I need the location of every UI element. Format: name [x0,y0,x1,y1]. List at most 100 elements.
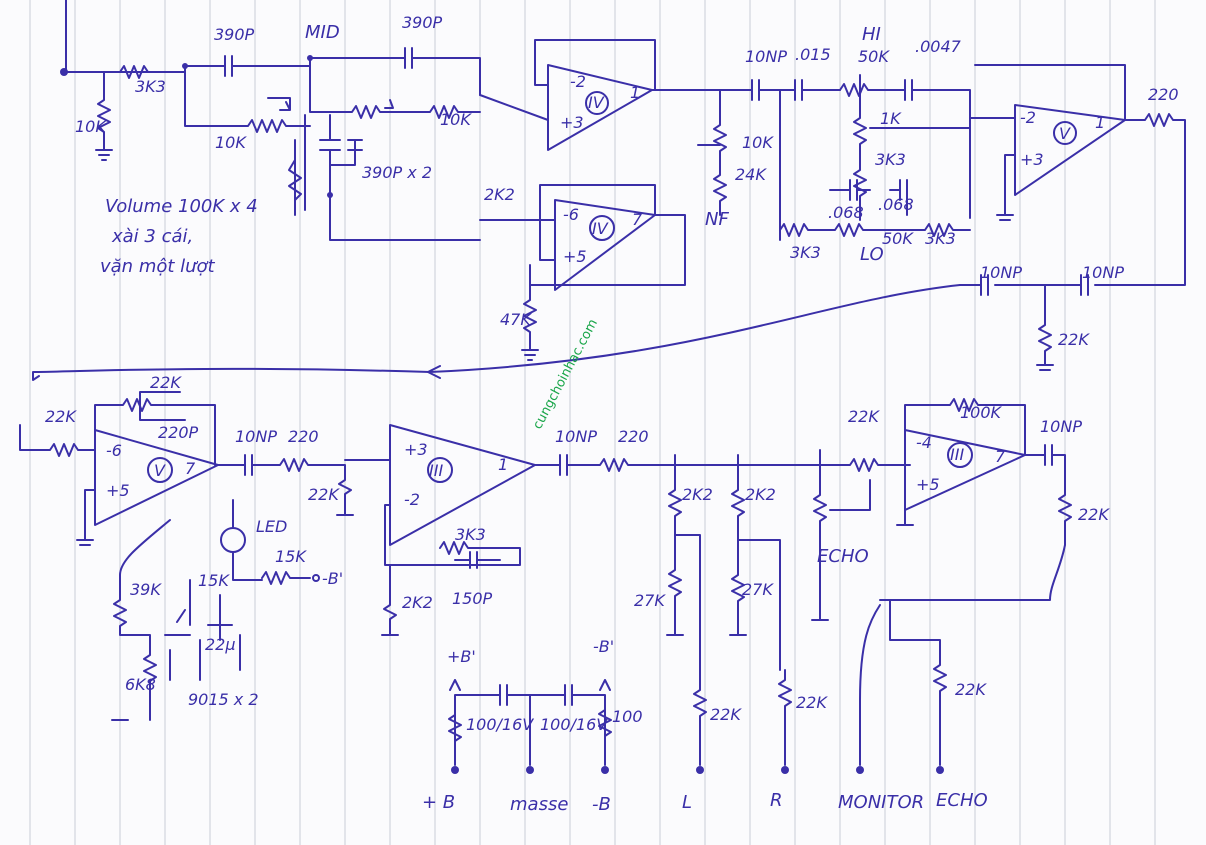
label-10k-a: 10K [215,133,247,152]
label-220-top: 220 [1148,85,1179,104]
label-plus-b-prime: +B' [447,647,476,666]
label-22k-echo-in: 22K [848,407,880,426]
opamp-v-lower [19,367,431,546]
label-minus-b-prime-2: -B' [593,637,614,656]
label-pin-minus-4-iii: -4 [916,433,932,452]
label-10np-1: 10NP [745,47,787,66]
power-supply [448,679,612,766]
label-pin-1: 1 [630,83,640,102]
label-47k: 47K [500,310,532,329]
watermark-text: cungchoinhac.com [530,317,601,432]
label-2k2-a: 2K2 [484,185,515,204]
label-echo-pot: ECHO [817,546,869,567]
terminal-monitor: MONITOR [838,792,924,813]
label-100: 100 [612,707,643,726]
label-22u: 22μ [205,635,236,654]
label-led: LED [256,517,287,536]
note-line-1: Volume 100K x 4 [105,196,258,217]
label-22k-mid: 22K [1058,330,1090,349]
label-pin-minus-2-v: -2 [1020,108,1036,127]
label-22k-e: 22K [955,680,987,699]
label-220-c: 220 [618,427,649,446]
label-pin-7-v: 7 [185,459,196,478]
label-24k: 24K [735,165,767,184]
label-pin-plus-3: +3 [560,113,584,132]
monitor-echo-outputs [859,599,947,766]
opamp-v-top [427,64,1186,379]
label-nf: NF [705,209,729,230]
label-6k8: 6K8 [125,675,156,694]
label-pin-minus-2: -2 [570,72,586,91]
opamp-iv-bottom [479,184,686,361]
label-22k-b: 22K [308,485,340,504]
opamp-iv-top [479,39,721,151]
terminal-labels: + B masse -B L R MONITOR ECHO [422,790,988,815]
label-10np-5: 10NP [555,427,597,446]
label-068-b: .068 [878,195,914,214]
label-op-v-b: V [154,461,166,480]
opamp-iii-right [534,398,1072,621]
label-27k-r: 27K [742,580,774,599]
label-2k2-b: 2K2 [402,593,433,612]
label-pin-1-v: 1 [1095,113,1105,132]
label-op-v-a: V [1059,124,1071,143]
label-mid: MID [305,22,340,43]
terminal-masse: masse [510,794,568,815]
label-pin-plus-5-iii: +5 [916,475,940,494]
label-0047: .0047 [915,37,962,56]
label-10np-2: 10NP [980,263,1022,282]
label-3k3-l: 3K3 [790,243,821,262]
label-minus-b-prime: -B' [322,569,343,588]
label-15k-b: 15K [198,571,230,590]
terminal-l: L [682,792,692,813]
label-27k-l: 27K [634,591,666,610]
label-op-iii-b: III [950,445,964,464]
terminal-dots [451,766,944,774]
led-transistor-cluster [111,499,320,721]
label-pin-minus-6: -6 [563,205,579,224]
label-pin-plus-5-v: +5 [106,481,130,500]
label-lo: LO [860,244,884,265]
label-220-b: 220 [288,427,319,446]
label-pin-7-iii: 7 [995,447,1006,466]
terminal-minus-b: -B [592,794,611,815]
label-2k2-r: 2K2 [745,485,776,504]
label-39k: 39K [130,580,162,599]
label-100-16v-a: 100/16V [466,715,534,734]
label-22k-out: 22K [1078,505,1110,524]
label-15k-a: 15K [275,547,307,566]
input-mid-network [60,0,481,241]
label-015: .015 [795,45,831,64]
label-pin-7: 7 [632,210,643,229]
label-22k-in: 22K [45,407,77,426]
label-op-iv-b: IV [592,219,609,238]
label-10np-4: 10NP [235,427,277,446]
label-50k-hi: 50K [858,47,890,66]
label-op-iv-a: IV [588,93,605,112]
label-100-16v-b: 100/16V [540,715,608,734]
note-line-3: vặn một lượt [100,256,216,277]
label-22k-l: 22K [710,705,742,724]
label-10k-b: 10K [440,110,472,129]
label-50k-lo: 50K [882,229,914,248]
label-c390p-1: 390P [214,25,255,44]
label-220p: 220P [158,423,199,442]
label-10np-3: 10NP [1082,263,1124,282]
label-pin-plus-5: +5 [563,247,587,266]
label-3k3-in: 3K3 [135,77,166,96]
label-9015x2: 9015 x 2 [188,690,259,709]
label-op-iii-a: III [429,461,443,480]
terminal-plus-b: + B [422,792,455,813]
label-3k3-fb: 3K3 [455,525,486,544]
label-3k3-r: 3K3 [925,229,956,248]
label-10k-in: 10K [75,117,107,136]
label-pin-plus-3-iii: +3 [404,440,428,459]
paper-ruling [29,0,1156,845]
tone-hi-lo-network [697,74,971,241]
lr-dividers [666,454,792,766]
terminal-r: R [770,790,783,811]
label-068-a: .068 [828,203,864,222]
label-1k: 1K [880,109,902,128]
